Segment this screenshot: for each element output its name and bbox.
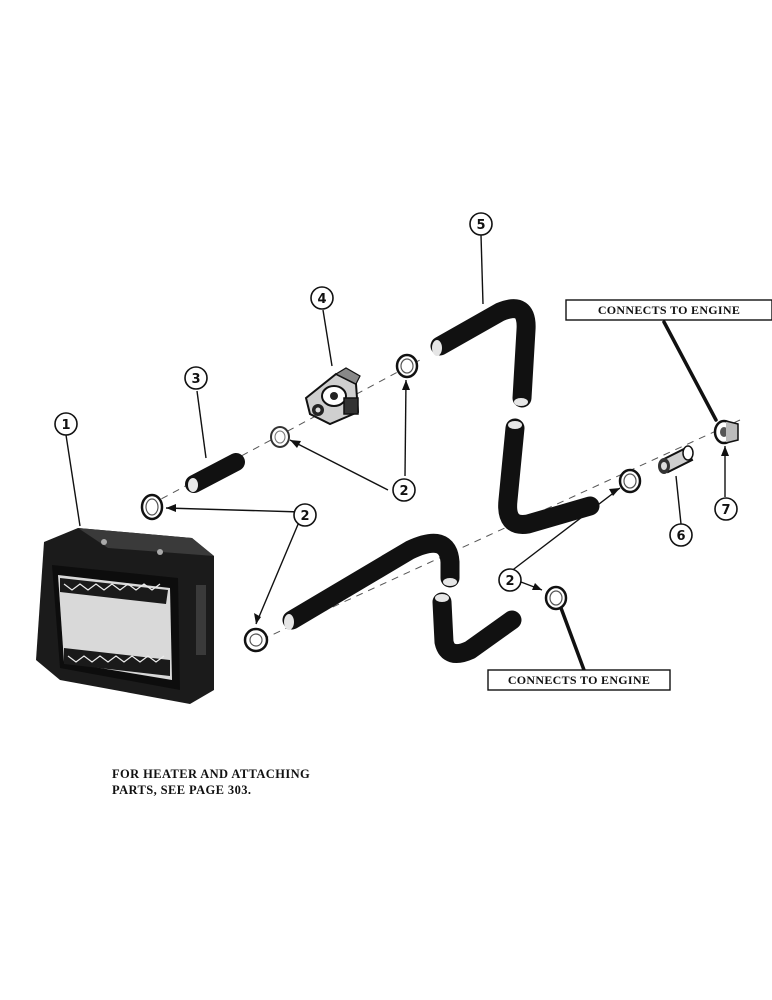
valve xyxy=(304,367,361,426)
hose-clamp xyxy=(544,585,568,611)
lower-hose xyxy=(282,533,522,664)
callout-2-center: 2 xyxy=(392,478,416,502)
engine-connection-label-top: CONNECTS TO ENGINE xyxy=(565,299,772,321)
heater-parts-note: FOR HEATER AND ATTACHING PARTS, SEE PAGE… xyxy=(112,766,412,798)
svg-text:7: 7 xyxy=(721,503,730,518)
note-line-2: PARTS, SEE PAGE 303. xyxy=(112,783,252,797)
hose-clamp xyxy=(140,493,164,521)
svg-text:2: 2 xyxy=(399,484,408,499)
svg-text:CONNECTS TO ENGINE: CONNECTS TO ENGINE xyxy=(508,673,650,687)
heater-core xyxy=(36,528,214,704)
callout-3: 3 xyxy=(184,366,208,390)
svg-text:1: 1 xyxy=(61,418,70,433)
callout-7: 7 xyxy=(714,497,738,521)
callout-1: 1 xyxy=(54,412,78,436)
engine-connection-label-bottom: CONNECTS TO ENGINE xyxy=(487,669,671,691)
svg-text:3: 3 xyxy=(191,372,200,387)
callout-2-right: 2 xyxy=(498,568,522,592)
upper-hose-ends xyxy=(432,340,528,429)
hose-clamp xyxy=(243,627,269,653)
callout-5: 5 xyxy=(469,212,493,236)
svg-text:CONNECTS TO ENGINE: CONNECTS TO ENGINE xyxy=(598,303,740,317)
hose-clamp xyxy=(270,426,290,448)
engine-fitting xyxy=(713,419,739,445)
svg-text:2: 2 xyxy=(300,509,309,524)
short-hose xyxy=(185,453,245,493)
hose-clamp xyxy=(395,353,419,379)
leader-lines xyxy=(65,234,726,625)
svg-text:4: 4 xyxy=(317,292,326,307)
engine-leaders xyxy=(559,320,718,672)
callout-6: 6 xyxy=(669,523,693,547)
leader-arrowheads xyxy=(166,380,729,624)
svg-text:2: 2 xyxy=(505,574,514,589)
lower-hose-ends xyxy=(284,578,457,630)
upper-hose xyxy=(430,299,600,534)
callout-2-left: 2 xyxy=(293,503,317,527)
svg-text:6: 6 xyxy=(676,529,685,544)
note-line-1: FOR HEATER AND ATTACHING xyxy=(112,767,311,781)
svg-text:5: 5 xyxy=(476,218,485,233)
hose-fitting xyxy=(658,445,694,474)
callout-4: 4 xyxy=(310,286,334,310)
hose-clamp xyxy=(618,468,642,494)
